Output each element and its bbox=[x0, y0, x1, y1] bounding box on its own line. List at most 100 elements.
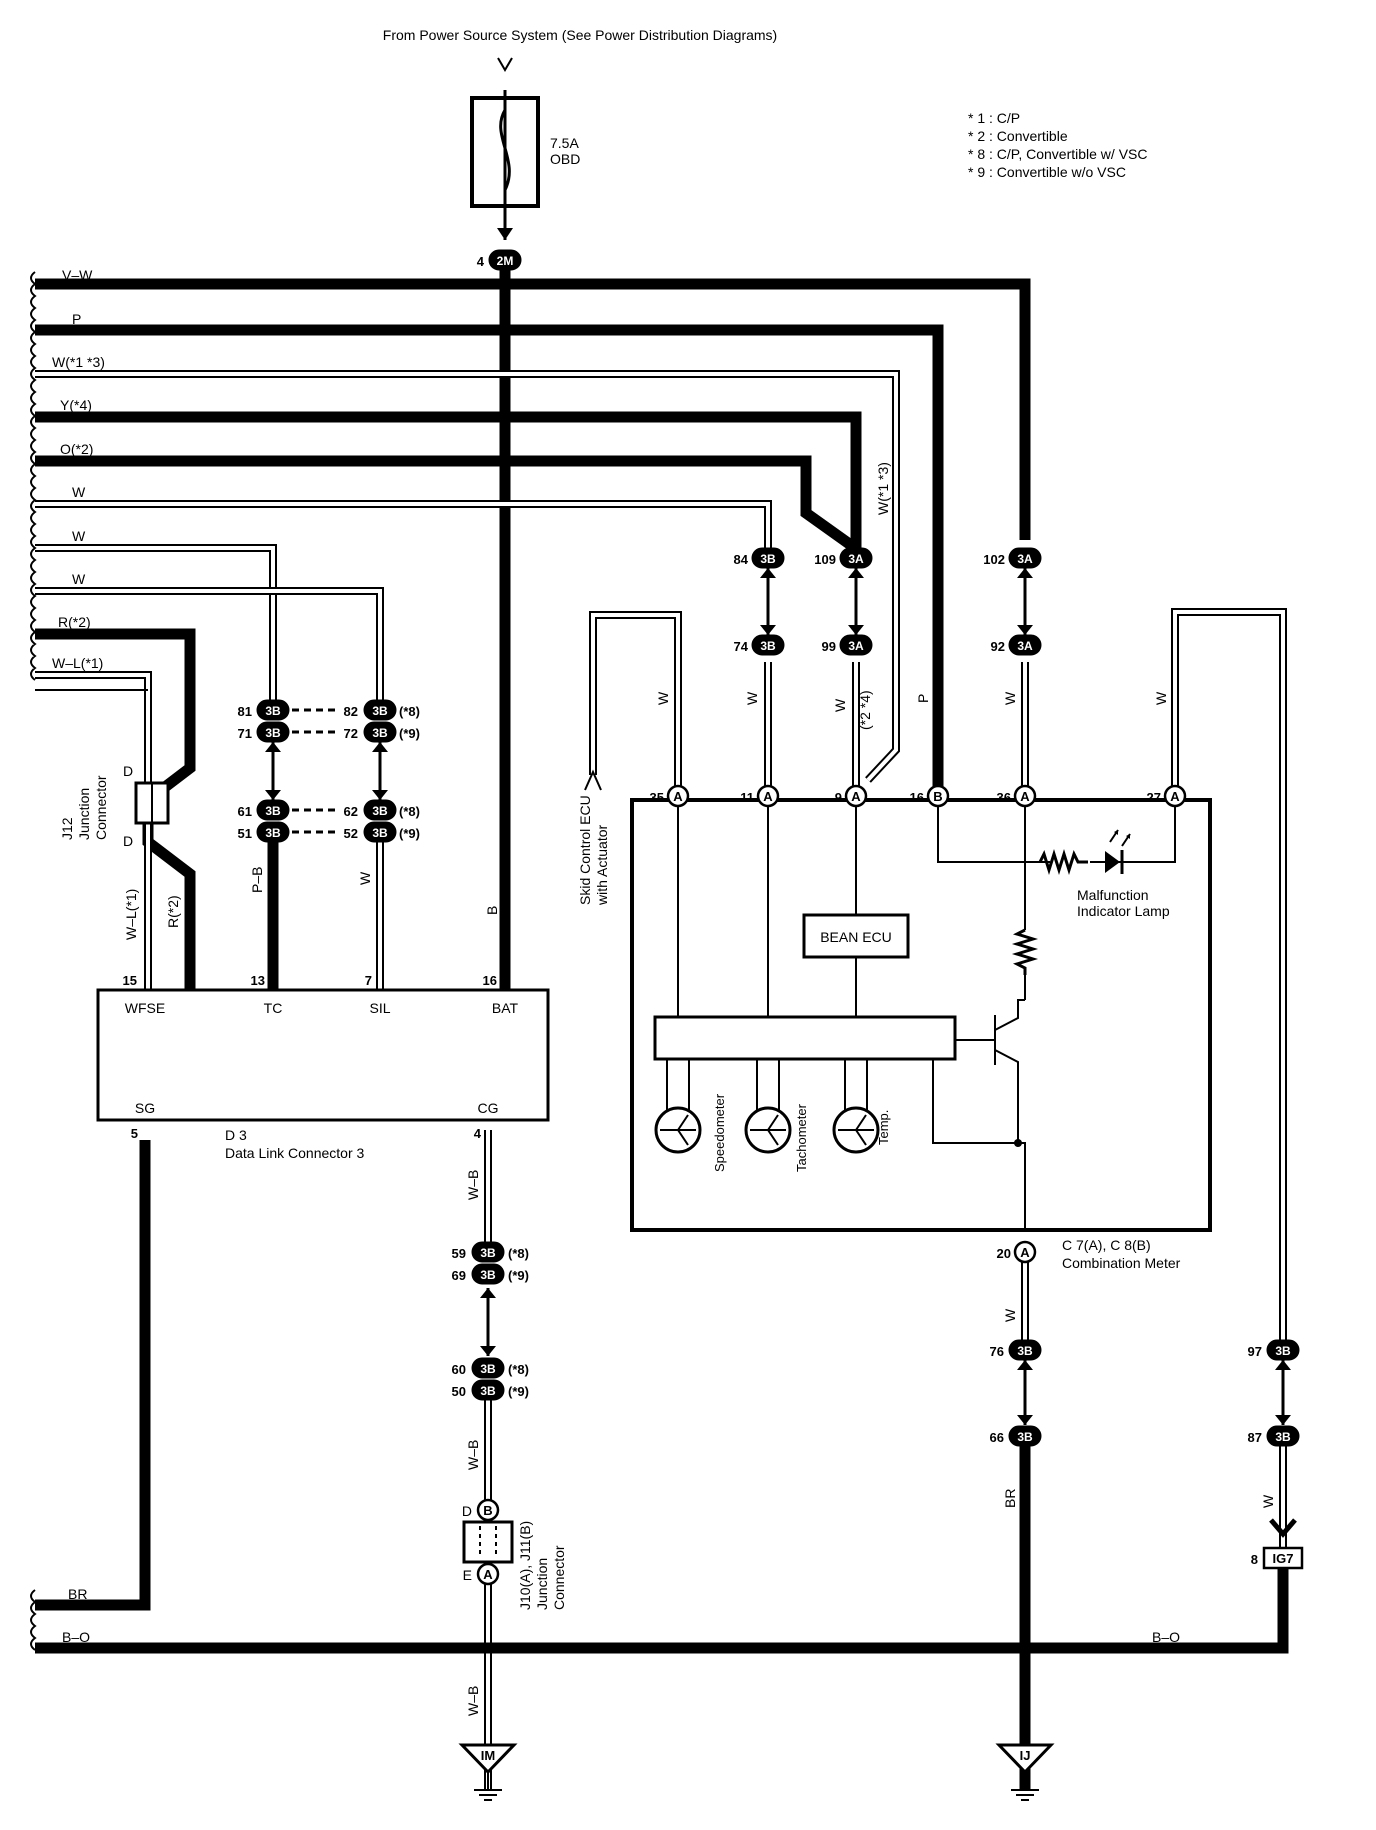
connector-pin: 84 bbox=[734, 552, 749, 567]
meter-pin-num: 27 bbox=[1147, 790, 1161, 805]
ground-ij: IJ bbox=[995, 1743, 1055, 1801]
connector-pin: 102 bbox=[983, 552, 1005, 567]
connector-60: 3B 60 (*8) bbox=[452, 1357, 529, 1379]
meter-pin-num: 35 bbox=[650, 790, 664, 805]
label-wl1-v: W–L(*1) bbox=[123, 889, 139, 940]
dlc-pin-num-tc: 13 bbox=[251, 973, 265, 988]
connector-pin: 76 bbox=[990, 1344, 1004, 1359]
j10-name-3: Connector bbox=[551, 1545, 567, 1610]
label-wb-3: W–B bbox=[465, 1686, 481, 1716]
power-source-text: From Power Source System (See Power Dist… bbox=[383, 27, 777, 43]
meter-pin-code: A bbox=[673, 789, 683, 804]
harness-break-left bbox=[30, 271, 37, 1651]
connector-code: 3A bbox=[1017, 552, 1033, 566]
meter-pin-code: A bbox=[851, 789, 861, 804]
dlc-pin-sg: SG bbox=[135, 1100, 155, 1116]
connector-code: IG7 bbox=[1273, 1551, 1294, 1566]
label-o2: O(*2) bbox=[60, 441, 93, 457]
connector-84: 3B 84 bbox=[734, 547, 785, 569]
dlc-pin-num-bat: 16 bbox=[483, 973, 497, 988]
connector-pin: 51 bbox=[238, 826, 252, 841]
connector-pin: 82 bbox=[344, 704, 358, 719]
connector-pin: 4 bbox=[477, 254, 485, 269]
connector-code: 3A bbox=[848, 552, 864, 566]
label-w13: W(*1 *3) bbox=[52, 354, 105, 370]
connector-pin: 59 bbox=[452, 1246, 466, 1261]
bean-ecu-label: BEAN ECU bbox=[820, 929, 892, 945]
label-vw: V–W bbox=[62, 267, 93, 283]
label-w-92: W bbox=[1002, 691, 1018, 705]
connector-code: 3B bbox=[265, 704, 281, 718]
meter-pin-num: 36 bbox=[997, 790, 1011, 805]
connector-pin: 69 bbox=[452, 1268, 466, 1283]
ground-label-ij: IJ bbox=[1020, 1748, 1031, 1763]
meter-name-1: C 7(A), C 8(B) bbox=[1062, 1237, 1151, 1253]
label-wl1: W–L(*1) bbox=[52, 655, 103, 671]
label-b-bat: B bbox=[484, 906, 500, 915]
j10-name-1: J10(A), J11(B) bbox=[517, 1521, 533, 1610]
connector-code: 3B bbox=[265, 804, 281, 818]
connector-code: 3B bbox=[372, 704, 388, 718]
connector-pin: 71 bbox=[238, 726, 252, 741]
notes-legend: * 1 : C/P * 2 : Convertible * 8 : C/P, C… bbox=[968, 110, 1147, 180]
connector-ig7: IG7 8 bbox=[1251, 1518, 1304, 1590]
wire-labels: V–W P W(*1 *3) Y(*4) O(*2) W W W R(*2) W… bbox=[52, 267, 1180, 1645]
j10-code-bottom: A bbox=[483, 1567, 493, 1582]
j10-name-2: Junction bbox=[534, 1558, 550, 1610]
meter-pin-36: A 36 bbox=[997, 784, 1037, 808]
connector-pin: 66 bbox=[990, 1430, 1004, 1445]
gauge-label-speedometer: Speedometer bbox=[712, 1093, 727, 1172]
meter-pin-code: B bbox=[933, 789, 942, 804]
skid-ecu-line1: Skid Control ECU bbox=[577, 795, 593, 905]
connector-pin: 60 bbox=[452, 1362, 466, 1377]
connector-note: (*8) bbox=[508, 1362, 529, 1377]
connector-pin: 72 bbox=[344, 726, 358, 741]
fuse-name: OBD bbox=[550, 151, 580, 167]
connector-code: 3B bbox=[480, 1362, 496, 1376]
meter-pin-code: A bbox=[1170, 789, 1180, 804]
fuse-obd: 7.5A OBD bbox=[470, 57, 580, 240]
note-1: * 1 : C/P bbox=[968, 110, 1020, 126]
connector-code: 3B bbox=[480, 1384, 496, 1398]
connector-note: (*9) bbox=[399, 826, 420, 841]
meter-pin-num: 9 bbox=[835, 790, 842, 805]
label-br-66: BR bbox=[1002, 1489, 1018, 1508]
data-link-connector-d3: 15 13 7 16 WFSE TC SIL BAT SG CG 5 4 D 3… bbox=[96, 973, 550, 1161]
note-3: * 8 : C/P, Convertible w/ VSC bbox=[968, 146, 1147, 162]
lamp-label-2: Indicator Lamp bbox=[1077, 903, 1170, 919]
link-arrows bbox=[265, 568, 1291, 1425]
connector-code: 3B bbox=[372, 726, 388, 740]
meter-pin-num: 11 bbox=[740, 790, 754, 805]
connector-62: 3B 62 (*8) bbox=[344, 799, 420, 821]
connector-code: 3B bbox=[372, 826, 388, 840]
connector-code: 2M bbox=[497, 254, 514, 268]
connector-2m: 2M 4 bbox=[477, 249, 522, 271]
connector-74: 3B 74 bbox=[734, 634, 785, 656]
connector-code: 3A bbox=[1017, 639, 1033, 653]
meter-name-2: Combination Meter bbox=[1062, 1255, 1181, 1271]
connector-note: (*9) bbox=[508, 1384, 529, 1399]
dlc-pin-num-sil: 7 bbox=[365, 973, 372, 988]
meter-pin-11: A 11 bbox=[740, 784, 780, 808]
gauge-speedometer: Speedometer bbox=[654, 1059, 727, 1172]
j10-code-top: B bbox=[483, 1503, 492, 1518]
skid-ecu-line2: with Actuator bbox=[594, 825, 610, 906]
meter-pin-code: A bbox=[1020, 789, 1030, 804]
j10-pin-bottom: E bbox=[463, 1567, 472, 1583]
label-w-sil: W bbox=[357, 871, 373, 885]
connector-66: 3B 66 bbox=[990, 1425, 1042, 1447]
dlc-pin-bat: BAT bbox=[492, 1000, 519, 1016]
connector-code: 3B bbox=[265, 826, 281, 840]
connector-pin: 50 bbox=[452, 1384, 466, 1399]
connector-81: 3B 81 bbox=[238, 699, 290, 721]
j12-name-1: J12 bbox=[59, 817, 75, 840]
meter-pin-code: A bbox=[1020, 1245, 1030, 1260]
j12-pin-top: D bbox=[123, 763, 133, 779]
connector-code: 3B bbox=[760, 639, 776, 653]
vertical-wire-labels: W–L(*1) R(*2) P–B W B W W W (*2 *4) W(*1… bbox=[123, 462, 1276, 1716]
meter-pin-27: A 27 bbox=[1147, 784, 1187, 808]
connector-109: 3A 109 bbox=[814, 547, 873, 569]
gauge-temp: Temp. bbox=[832, 1059, 891, 1154]
connector-code: 3B bbox=[1275, 1344, 1291, 1358]
meter-pin-9: A 9 bbox=[835, 784, 868, 808]
